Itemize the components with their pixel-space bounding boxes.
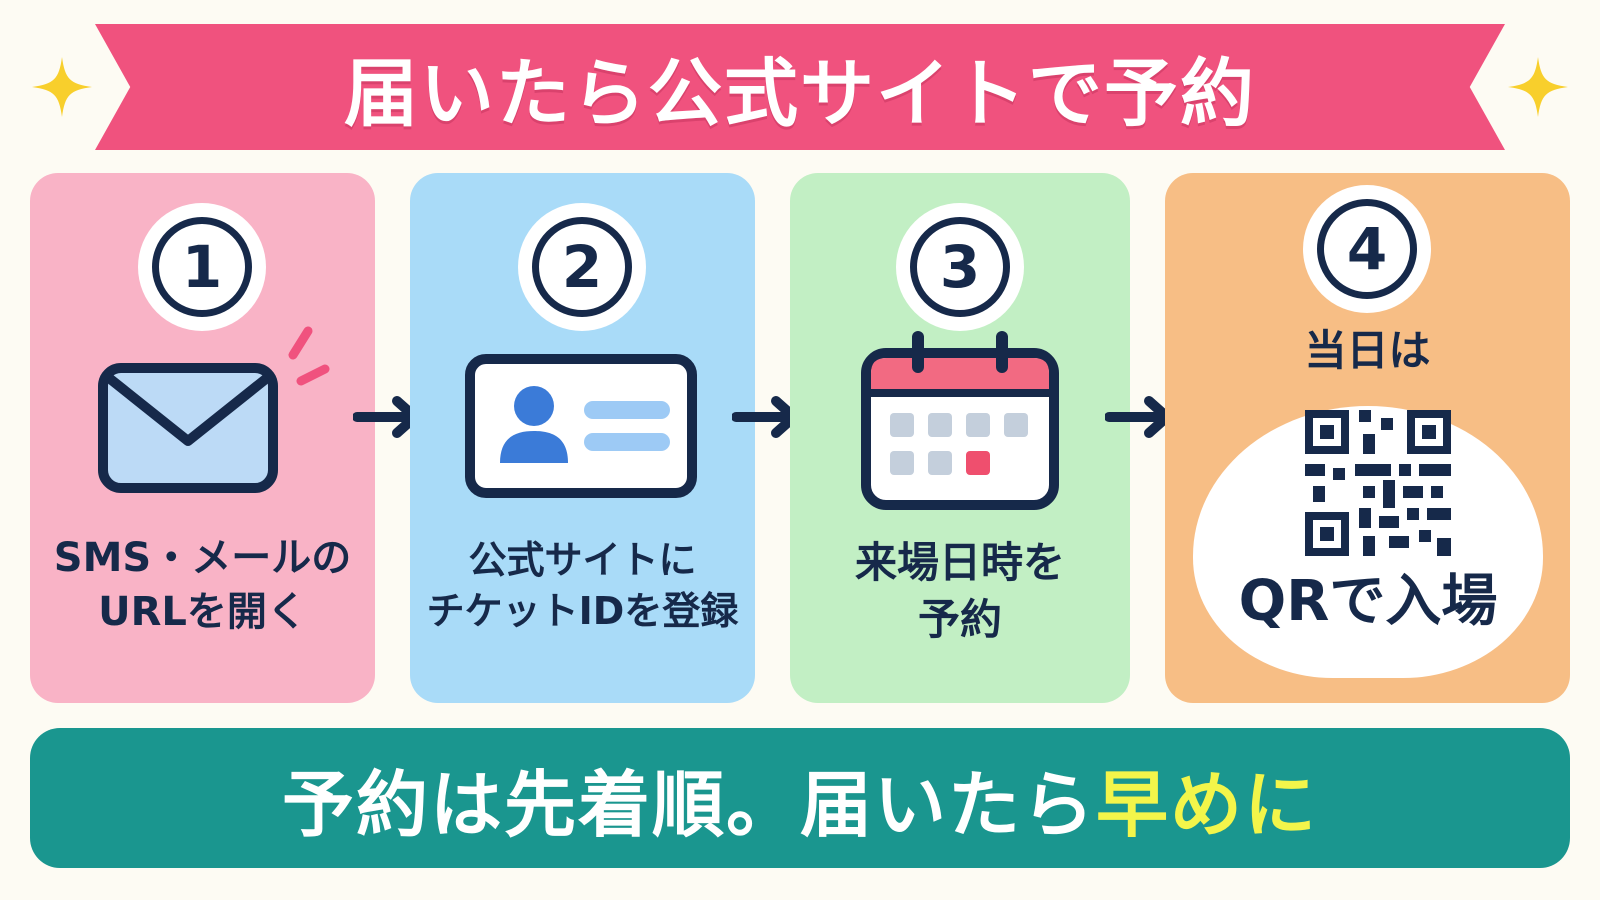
- step-text-line: 来場日時を: [854, 538, 1065, 587]
- step-card-4: 4 当日は: [1165, 173, 1570, 703]
- step-4-description: QRで入場: [1238, 569, 1498, 634]
- step-text-line: チケットIDを登録: [426, 589, 739, 634]
- qr-panel: QRで入場: [1193, 406, 1543, 678]
- step-number: 2: [532, 217, 632, 317]
- step-card-2: 2 公式サイトに チケットIDを登録: [410, 173, 755, 703]
- qr-code-icon: [1305, 410, 1451, 556]
- page-title: 届いたら公式サイトで予約: [344, 50, 1256, 137]
- id-card-icon: [465, 354, 697, 498]
- calendar-icon: [861, 331, 1059, 510]
- step-4-caption: 当日は: [1304, 326, 1431, 375]
- step-2-description: 公式サイトに チケットIDを登録: [410, 535, 755, 638]
- footer-highlight: 早めに: [1096, 762, 1319, 847]
- sparkle-icon: [32, 57, 92, 117]
- step-card-3: 3 来場日時を 予約: [790, 173, 1130, 703]
- step-number: 3: [910, 217, 1010, 317]
- step-card-1: 1 SMS・メールの URLを開く: [30, 173, 375, 703]
- step-number-badge: 1: [138, 203, 266, 331]
- step-number-badge: 2: [518, 203, 646, 331]
- title-banner: 届いたら公式サイトで予約: [95, 24, 1505, 150]
- step-3-description: 来場日時を 予約: [790, 535, 1130, 648]
- step-text-line: URLを開く: [98, 589, 307, 635]
- step-text-line: 予約: [917, 594, 1002, 644]
- step-number: 1: [152, 217, 252, 317]
- envelope-icon: [98, 326, 330, 493]
- sparkle-icon: [1508, 57, 1568, 117]
- footer-banner: 予約は先着順。届いたら早めに: [30, 728, 1570, 868]
- step-1-description: SMS・メールの URLを開く: [30, 531, 375, 639]
- step-number: 4: [1317, 199, 1417, 299]
- step-number-badge: 4: [1303, 185, 1431, 313]
- step-number-badge: 3: [896, 203, 1024, 331]
- step-text-line: 公式サイトに: [468, 538, 697, 582]
- footer-text: 予約は先着順。届いたら: [281, 762, 1096, 847]
- step-text-line: SMS・メールの: [53, 535, 352, 581]
